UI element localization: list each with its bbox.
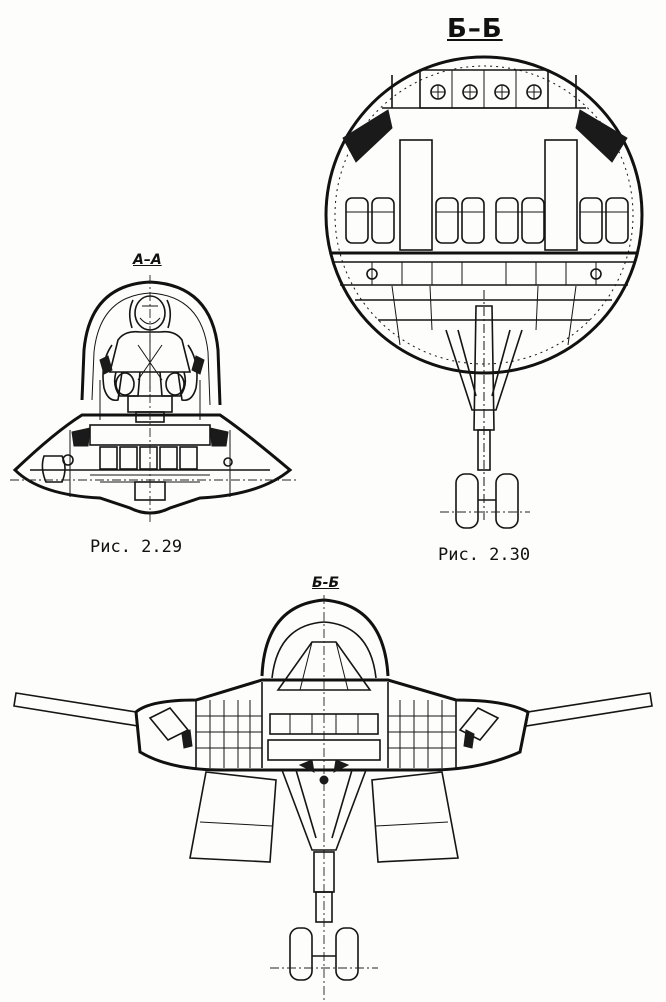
- section-label-b-b-fuselage: Б–Б: [447, 14, 503, 44]
- figure-caption-2-29: Рис. 2.29: [90, 537, 183, 557]
- section-label-a-a: А–А: [133, 252, 162, 268]
- aircraft-front-view-drawing: [13, 595, 653, 1000]
- fuselage-section-drawing: [324, 55, 644, 529]
- cockpit-section-drawing: [10, 275, 298, 525]
- section-label-b-b-aircraft: Б-Б: [312, 575, 340, 591]
- figure-caption-2-30: Рис. 2.30: [438, 545, 531, 565]
